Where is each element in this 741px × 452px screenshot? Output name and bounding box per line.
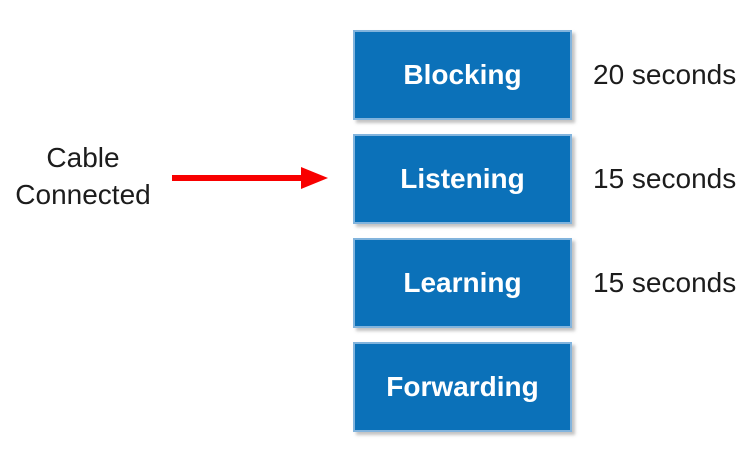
state-box-learning: Learning — [353, 238, 572, 328]
state-duration-listening: 15 seconds — [593, 163, 737, 194]
state-name-learning: Learning — [403, 267, 522, 298]
state-row-forwarding: Forwarding — [353, 342, 736, 432]
state-duration-learning: 15 seconds — [593, 267, 737, 298]
state-row-blocking: Blocking 20 seconds — [353, 30, 736, 120]
state-name-forwarding: Forwarding — [386, 371, 539, 402]
arrow-right-icon — [172, 167, 328, 189]
state-duration-blocking: 20 seconds — [593, 59, 737, 90]
state-row-listening: Listening 15 seconds — [353, 134, 736, 224]
states-column: Blocking 20 seconds Listening 15 seconds… — [353, 30, 736, 432]
state-box-listening: Listening — [353, 134, 572, 224]
state-name-listening: Listening — [400, 163, 525, 194]
trigger-label-line2: Connected — [15, 179, 151, 210]
trigger-label-line1: Cable — [46, 142, 120, 173]
state-box-forwarding: Forwarding — [353, 342, 572, 432]
state-name-blocking: Blocking — [403, 59, 522, 90]
state-box-blocking: Blocking — [353, 30, 572, 120]
state-row-learning: Learning 15 seconds — [353, 238, 736, 328]
trigger-label: Cable Connected — [8, 139, 158, 213]
